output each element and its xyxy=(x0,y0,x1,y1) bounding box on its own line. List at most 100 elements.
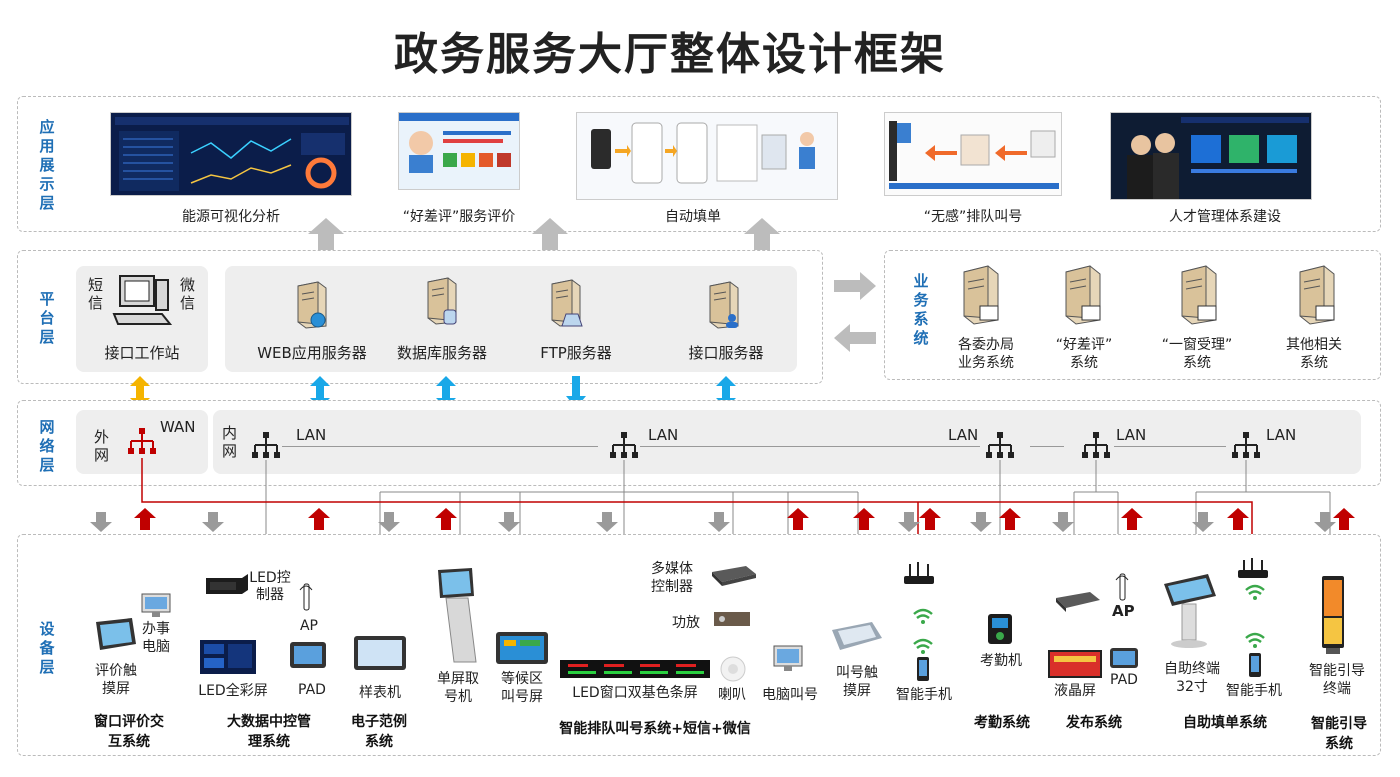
smartphone-icon xyxy=(1249,653,1261,677)
lan-switch-icon xyxy=(251,431,281,459)
waiting-screen-label: 等候区叫号屏 xyxy=(501,671,543,705)
lan-label: LAN xyxy=(296,426,327,444)
pad-icon xyxy=(290,642,326,668)
exchange-arrows xyxy=(834,272,876,352)
ftp-server-icon xyxy=(551,279,583,327)
waiting-screen-icon xyxy=(496,632,548,664)
system-label: 窗口评价交互系统 xyxy=(94,714,164,750)
wifi-icon xyxy=(1245,584,1265,600)
down-arrow-icon xyxy=(90,512,112,532)
smartphone-icon xyxy=(917,657,929,681)
page-title: 政务服务大厅整体设计框架 xyxy=(394,29,946,80)
up-arrows-app xyxy=(308,218,780,250)
up-arrow-icon xyxy=(308,508,330,530)
up-arrow-icon xyxy=(744,218,780,250)
business-line2: 系统 xyxy=(1300,355,1328,371)
server-label: 数据库服务器 xyxy=(396,344,487,362)
guide-terminal-label: 智能引导终端 xyxy=(1309,663,1365,697)
device-layer-text: 设备层 xyxy=(39,620,55,676)
web-server-icon xyxy=(297,281,327,329)
down-arrow-icon xyxy=(202,512,224,532)
platform-layer-label: 平台层 xyxy=(38,290,56,347)
down-arrow-icon xyxy=(498,512,520,532)
lan-label: LAN xyxy=(948,426,979,444)
system-label: 智能引导系统 xyxy=(1311,716,1367,752)
led-dual-label: LED窗口双基色条屏 xyxy=(572,685,698,701)
multimedia-label: 多媒体控制器 xyxy=(651,561,693,595)
device-layer xyxy=(17,534,1381,756)
attendance-machine-icon xyxy=(988,614,1012,644)
up-arrow-icon xyxy=(435,508,457,530)
app-item-label: “无感”排队叫号 xyxy=(923,209,1023,225)
app-layer-label: 应用展示层 xyxy=(38,118,56,213)
speaker-icon xyxy=(720,656,746,682)
wan-switch-icon xyxy=(128,428,156,454)
lan-switch-icon xyxy=(609,431,639,459)
down-arrow-icon xyxy=(596,512,618,532)
up-arrow-icon xyxy=(787,508,809,530)
wifi-icon xyxy=(913,608,933,624)
publish-controller-icon xyxy=(1056,592,1100,612)
ap-icon xyxy=(299,583,313,611)
network-layer-text: 网络层 xyxy=(39,418,55,474)
lcd-label: 液晶屏 xyxy=(1054,683,1096,699)
lan-switch-icon xyxy=(1081,431,1111,459)
ap-icon xyxy=(1115,573,1129,601)
amplifier-icon xyxy=(714,612,750,626)
multimedia-controller-icon xyxy=(712,566,756,586)
server-label: FTP服务器 xyxy=(540,344,612,362)
system-label: 智能排队叫号系统+短信+微信 xyxy=(559,721,751,737)
led-dual-screen-icon xyxy=(560,660,710,678)
up-arrow-icon xyxy=(532,218,568,250)
left-arrow-icon xyxy=(834,324,876,352)
outer-net-label: 外网 xyxy=(94,428,110,464)
lcd-icon xyxy=(1048,650,1102,678)
inner-net-panel xyxy=(213,410,1361,474)
business-server-icon xyxy=(1299,265,1335,325)
down-arrow-icon xyxy=(970,512,992,532)
interface-server-icon xyxy=(709,281,739,329)
server-label: 接口服务器 xyxy=(688,344,764,362)
business-system-label: “一窗受理” 系统 xyxy=(1150,336,1244,372)
business-text: 业务系统 xyxy=(913,272,929,347)
up-arrow-icon xyxy=(1227,508,1249,530)
down-arrow-icon xyxy=(1052,512,1074,532)
up-arrow-icon xyxy=(999,508,1021,530)
eval-touch-icon xyxy=(96,618,136,650)
app-item-label: 人才管理体系建设 xyxy=(1169,209,1281,225)
router-icon xyxy=(904,562,934,584)
business-line1: 各委办局 xyxy=(958,337,1014,353)
business-line1: “一窗受理” xyxy=(1161,337,1233,353)
ap-label: AP xyxy=(1112,602,1135,620)
self-terminal-label: 自助终端32寸 xyxy=(1164,661,1220,695)
app-layer-text: 应用展示层 xyxy=(39,118,55,212)
network-layer-label: 网络层 xyxy=(38,418,56,475)
pc-call-label: 电脑叫号 xyxy=(762,687,818,703)
up-arrow-icon xyxy=(919,508,941,530)
platform-layer-text: 平台层 xyxy=(39,290,55,346)
lan-line xyxy=(1114,446,1226,447)
smartphone-label: 智能手机 xyxy=(1226,683,1282,699)
lan-line xyxy=(640,446,980,447)
sample-machine-icon xyxy=(354,636,406,670)
self-terminal-icon xyxy=(1164,574,1216,648)
business-line1: 其他相关 xyxy=(1286,337,1342,353)
queue-image xyxy=(884,112,1062,196)
business-system-label: 其他相关 系统 xyxy=(1274,336,1354,372)
system-label: 考勤系统 xyxy=(974,715,1030,731)
single-ticket-label: 单屏取号机 xyxy=(437,671,479,705)
lan-line xyxy=(282,446,598,447)
wechat-label: 微信 xyxy=(180,276,196,312)
office-pc-icon xyxy=(141,593,171,617)
lan-switch-icon xyxy=(1231,431,1261,459)
smartphone-label: 智能手机 xyxy=(896,687,952,703)
business-line2: 业务系统 xyxy=(958,355,1014,371)
business-server-icon xyxy=(1065,265,1101,325)
energy-dashboard-image xyxy=(110,112,352,196)
lan-label: LAN xyxy=(1116,426,1147,444)
evaluation-image xyxy=(398,112,520,190)
eval-touch-label: 评价触摸屏 xyxy=(95,663,137,697)
sms-label: 短信 xyxy=(88,276,104,312)
business-line1: “好差评” xyxy=(1055,337,1113,353)
